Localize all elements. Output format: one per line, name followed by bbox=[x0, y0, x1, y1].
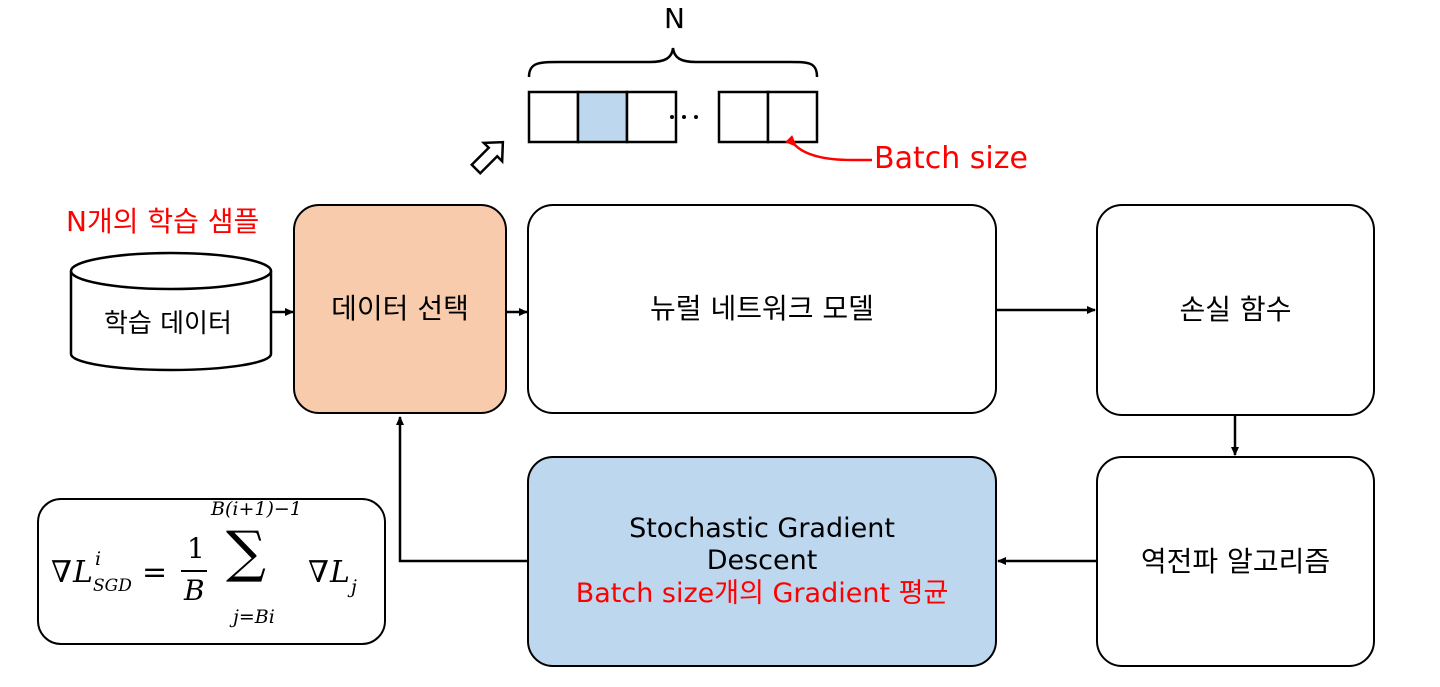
hollow-arrow-icon bbox=[469, 140, 505, 176]
training-data-label: 학습 데이터 bbox=[104, 309, 232, 339]
formula-equals: = bbox=[142, 555, 168, 590]
formula-sum-symbol: ∑ bbox=[226, 520, 266, 585]
n-label: N bbox=[664, 2, 685, 35]
loss-function-label: 손실 함수 bbox=[1179, 293, 1292, 327]
batch-cell bbox=[717, 90, 770, 144]
neural-network-label: 뉴럴 네트워크 모델 bbox=[650, 292, 874, 326]
database-icon bbox=[69, 251, 273, 372]
batch-cell bbox=[527, 90, 580, 144]
arrow-sgd-to-selection bbox=[396, 416, 528, 563]
batch-size-pointer-arrow bbox=[785, 135, 853, 162]
loss-function-box: 손실 함수 bbox=[1096, 204, 1375, 416]
formula-lhs-l: L bbox=[73, 555, 93, 590]
sgd-box: Stochastic Gradient Descent Batch size개의… bbox=[527, 456, 997, 667]
formula-lhs-sup: i bbox=[95, 548, 102, 570]
backprop-box: 역전파 알고리즘 bbox=[1096, 456, 1375, 667]
formula-frac-den: B bbox=[184, 574, 205, 607]
formula-sum-upper: B(i+1)−1 bbox=[211, 498, 302, 520]
samples-label: N개의 학습 샘플 bbox=[66, 205, 260, 238]
formula-sum-lower: j=Bi bbox=[233, 606, 275, 628]
sgd-formula-box: ∇ L i SGD = 1 B B(i+1)−1 ∑ j=Bi ∇ L j bbox=[37, 498, 386, 645]
backprop-label: 역전파 알고리즘 bbox=[1140, 544, 1331, 578]
formula-rhs-sub: j bbox=[351, 576, 357, 598]
sgd-title-line1: Stochastic Gradient bbox=[629, 512, 895, 544]
batch-cell bbox=[766, 90, 819, 144]
sgd-title-line2: Descent bbox=[706, 545, 818, 577]
batch-cell-selected bbox=[576, 90, 629, 144]
formula-rhs-nabla: ∇ bbox=[308, 555, 329, 590]
curly-brace bbox=[527, 47, 819, 78]
data-selection-box: 데이터 선택 bbox=[293, 204, 507, 414]
batch-size-label: Batch size bbox=[874, 141, 1028, 176]
batch-cell bbox=[625, 90, 678, 144]
formula-lhs-sub: SGD bbox=[93, 576, 132, 596]
formula-rhs-l: L bbox=[330, 555, 350, 590]
sgd-description: Batch size개의 Gradient 평균 bbox=[575, 577, 949, 609]
neural-network-box: 뉴럴 네트워크 모델 bbox=[527, 204, 997, 414]
ellipsis-icon bbox=[670, 115, 698, 119]
data-selection-label: 데이터 선택 bbox=[331, 292, 469, 326]
formula-lhs-nabla: ∇ bbox=[51, 555, 72, 590]
batch-cells bbox=[527, 90, 819, 144]
formula-frac-num: 1 bbox=[187, 532, 205, 565]
formula-frac-bar bbox=[181, 570, 207, 572]
